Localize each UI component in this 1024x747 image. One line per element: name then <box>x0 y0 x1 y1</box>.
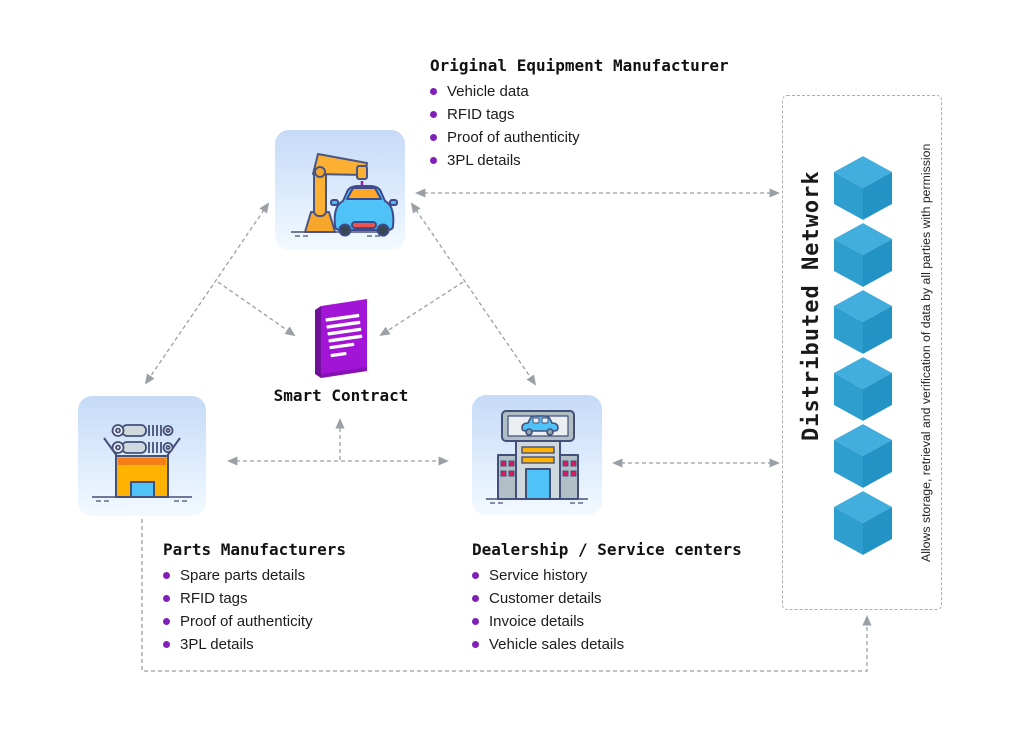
bullet-icon <box>472 617 479 625</box>
blockchain-cube-icon <box>834 357 892 421</box>
bullet-icon <box>163 640 170 648</box>
blockchain-cube-icon <box>834 156 892 220</box>
dealership-list: Service history Customer details Invoice… <box>472 567 742 653</box>
oem-list: Vehicle data RFID tags Proof of authenti… <box>430 83 729 169</box>
smart-contract-label: Smart Contract <box>273 386 409 405</box>
list-item: Invoice details <box>472 613 742 630</box>
oem-text-block: Original Equipment Manufacturer Vehicle … <box>430 56 729 176</box>
blockchain-cube-icon <box>834 491 892 555</box>
dealership-text-block: Dealership / Service centers Service his… <box>472 540 742 660</box>
list-item: Customer details <box>472 590 742 607</box>
spare-parts-box-icon <box>92 424 192 502</box>
bullet-icon <box>430 156 437 164</box>
list-item: 3PL details <box>430 152 729 169</box>
list-item: 3PL details <box>163 636 346 653</box>
bullet-icon <box>430 133 437 141</box>
arrow-oem-dealership <box>410 202 537 386</box>
arrow-oem-parts <box>144 202 270 385</box>
bullet-icon <box>163 594 170 602</box>
bullet-icon <box>472 571 479 579</box>
bullet-icon <box>163 571 170 579</box>
robot-arm-car-icon <box>291 153 398 237</box>
blockchain-cube-icon <box>834 223 892 287</box>
bullet-icon <box>163 617 170 625</box>
list-item: Proof of authenticity <box>430 129 729 146</box>
list-item: Vehicle data <box>430 83 729 100</box>
blockchain-cube-icon <box>834 424 892 488</box>
list-item: Service history <box>472 567 742 584</box>
parts-list: Spare parts details RFID tags Proof of a… <box>163 567 346 653</box>
bullet-icon <box>472 594 479 602</box>
dealership-node <box>472 395 602 515</box>
dealership-title: Dealership / Service centers <box>472 540 742 559</box>
list-item: Vehicle sales details <box>472 636 742 653</box>
dealership-building-icon <box>486 410 588 504</box>
parts-text-block: Parts Manufacturers Spare parts details … <box>163 540 346 660</box>
bullet-icon <box>472 640 479 648</box>
arrow-oem-to-contract <box>217 281 296 337</box>
list-item: RFID tags <box>163 590 346 607</box>
parts-node <box>78 396 206 516</box>
smart-contract-icon <box>315 299 367 378</box>
distributed-network-caption: Allows storage, retrieval and verificati… <box>919 143 933 562</box>
distributed-network-title: Distributed Network <box>799 170 824 442</box>
oem-title: Original Equipment Manufacturer <box>430 56 729 75</box>
arrow-parts-network-elbow <box>137 503 872 672</box>
blockchain-cube-icon <box>834 290 892 354</box>
list-item: Spare parts details <box>163 567 346 584</box>
list-item: RFID tags <box>430 106 729 123</box>
arrow-dealership-to-contract <box>379 281 464 337</box>
distributed-network-panel: Distributed Network <box>782 95 942 610</box>
list-item: Proof of authenticity <box>163 613 346 630</box>
blockchain-cube-column <box>834 156 892 555</box>
bullet-icon <box>430 110 437 118</box>
parts-title: Parts Manufacturers <box>163 540 347 559</box>
bullet-icon <box>430 87 437 95</box>
oem-node <box>275 130 405 250</box>
